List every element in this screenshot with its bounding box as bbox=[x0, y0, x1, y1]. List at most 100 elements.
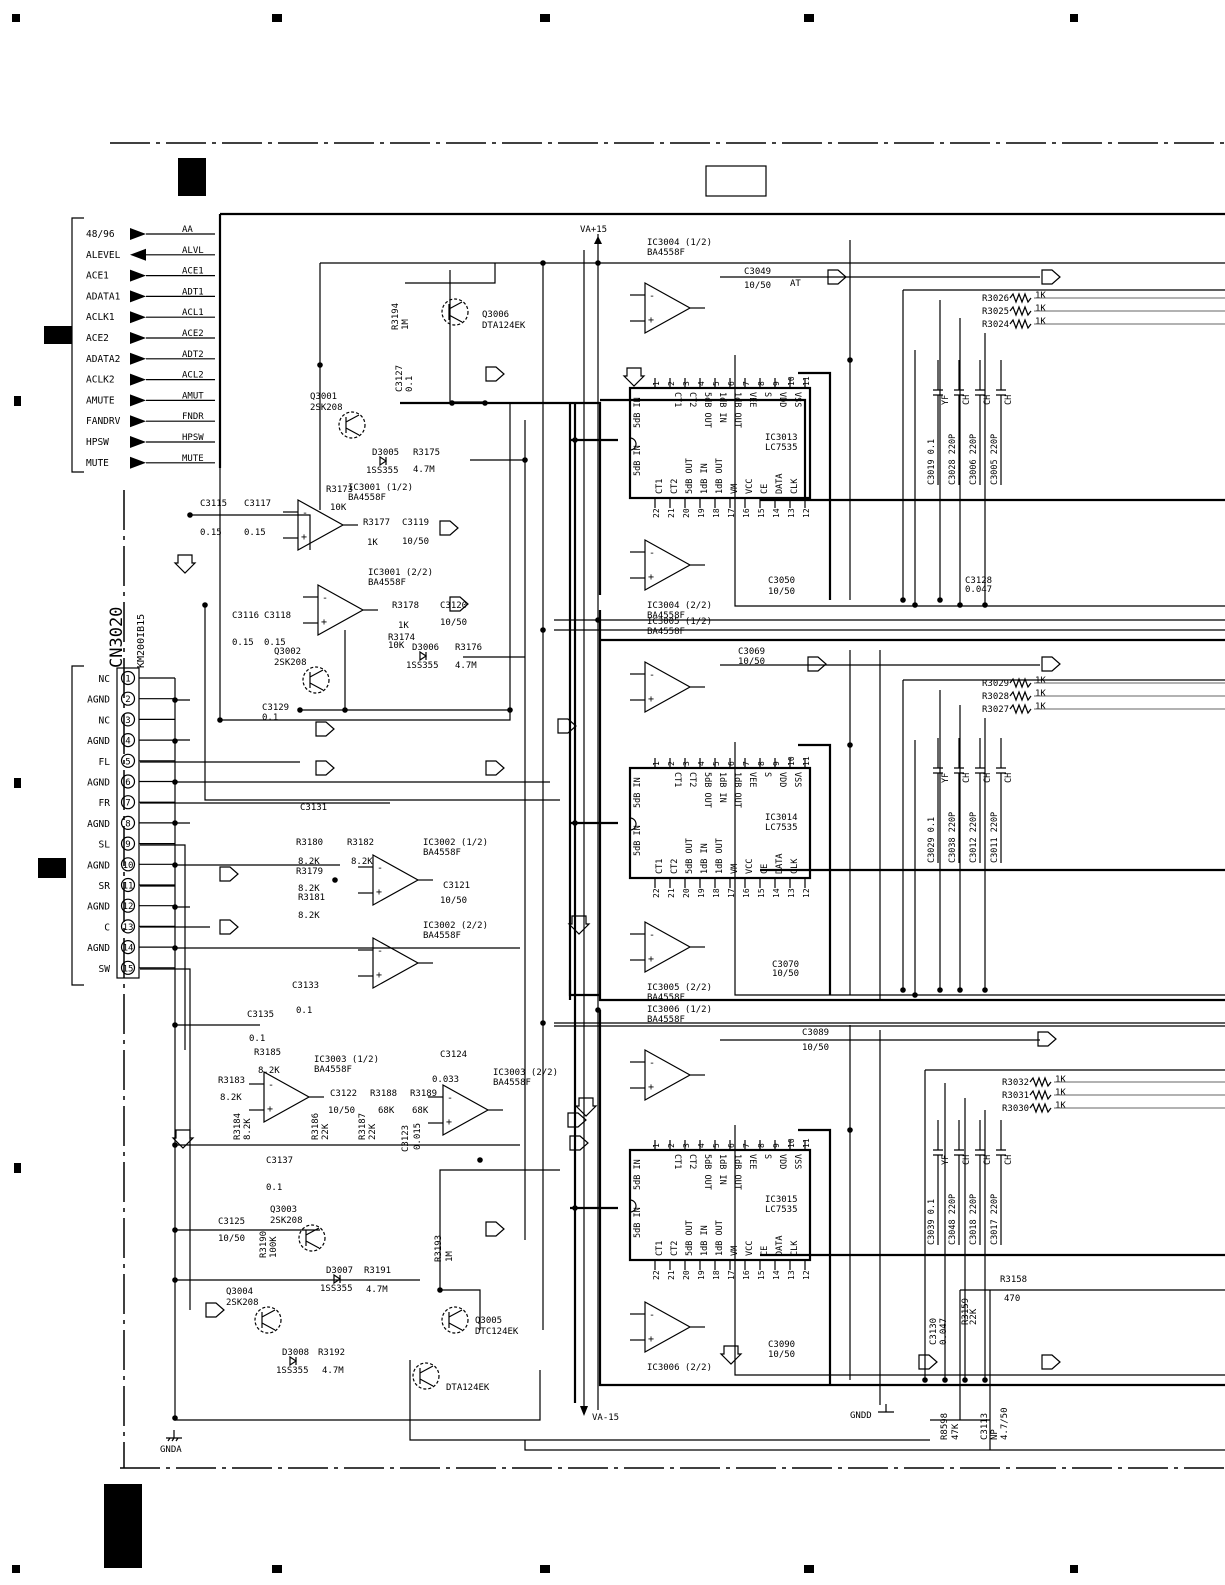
transistor-ref: Q3005 bbox=[475, 1316, 502, 1326]
capacitor-label: C3028 220P bbox=[948, 434, 958, 485]
resistor-symbol bbox=[1009, 292, 1032, 304]
opamp-plus: + bbox=[648, 1082, 654, 1093]
capacitor-type: CH bbox=[983, 773, 993, 783]
capacitor-type: CH bbox=[1004, 395, 1014, 405]
resistor-ref: R3030 bbox=[1002, 1104, 1029, 1114]
port-net: ALVL bbox=[182, 246, 204, 256]
component-label: C3116 bbox=[232, 611, 259, 621]
connector-pin-label: AGND bbox=[87, 819, 110, 830]
signal-arrow-icon bbox=[1041, 1354, 1061, 1370]
opamp-minus: - bbox=[649, 291, 655, 302]
component-label: R3158 bbox=[1000, 1275, 1027, 1285]
port-arrow-icon bbox=[130, 311, 146, 324]
opamp-part: BA4558F bbox=[647, 993, 685, 1003]
ic-pin-name: 5dB OUT bbox=[685, 458, 695, 494]
ic-pin-number: 21 bbox=[667, 508, 676, 518]
ic-pin-number: 13 bbox=[787, 508, 796, 518]
opamp: -+IC3004 (2/2)BA4558F bbox=[630, 538, 712, 621]
resistor-value: 1K bbox=[1035, 291, 1046, 301]
component-label: 10/50 bbox=[802, 1043, 829, 1053]
opamp-minus: - bbox=[302, 508, 308, 519]
junction-dot bbox=[572, 820, 578, 826]
opamp-minus: - bbox=[649, 548, 655, 559]
diode-part: 1SS355 bbox=[276, 1366, 309, 1376]
transistor-body bbox=[412, 1362, 440, 1390]
connector-pin-label: SL bbox=[99, 840, 111, 851]
ic-pin-name: 5dB OUT bbox=[702, 1154, 712, 1190]
ic-pin-number: 11 bbox=[802, 376, 811, 386]
resistor-symbol bbox=[1009, 318, 1032, 330]
signal-arrow-icon bbox=[1041, 656, 1061, 672]
port-arrow-icon bbox=[130, 394, 146, 407]
connector-pin bbox=[120, 836, 136, 851]
junction-dot bbox=[937, 597, 943, 603]
component-label: 10/50 bbox=[768, 1350, 795, 1360]
connector-pin-label: SR bbox=[99, 881, 111, 892]
capacitor-type: CH bbox=[962, 1155, 972, 1165]
signal-arrow-icon bbox=[205, 1302, 225, 1318]
opamp-body bbox=[644, 920, 692, 974]
ic-pin-name: S bbox=[762, 772, 772, 777]
component-label: R3185 bbox=[254, 1048, 281, 1058]
transistor-symbol bbox=[448, 301, 463, 323]
component-label: C3128 bbox=[965, 576, 992, 586]
signal-arrow-icon bbox=[574, 1097, 598, 1117]
junction-dot bbox=[847, 742, 853, 748]
resistor-symbol bbox=[1029, 1089, 1052, 1101]
signal-arrow-icon bbox=[557, 718, 577, 734]
component-label: R3194 bbox=[391, 303, 401, 330]
opamp-ref: IC3001 (2/2) bbox=[368, 568, 433, 578]
component-label: 68K bbox=[378, 1106, 395, 1116]
capacitor-type: CH bbox=[983, 395, 993, 405]
connector-pin bbox=[120, 732, 136, 748]
transistor-symbol bbox=[448, 1309, 463, 1331]
junction-dot bbox=[172, 820, 178, 826]
opamp-group: -+IC3004 (1/2)BA4558F-+IC3004 (2/2)BA455… bbox=[249, 238, 712, 1373]
connector-pin-label: NC bbox=[99, 674, 110, 685]
connector-pin bbox=[120, 939, 136, 955]
resistor-ref: R3028 bbox=[982, 692, 1009, 702]
component-label: 8.2K bbox=[258, 1066, 280, 1076]
capacitor-symbol bbox=[996, 360, 1006, 485]
signal-arrow-icon bbox=[807, 656, 827, 672]
component-label: 22K bbox=[969, 1308, 979, 1325]
ic-pin-number: 3 bbox=[682, 1143, 691, 1148]
capacitor-label: C3048 220P bbox=[948, 1194, 958, 1245]
junction-dot bbox=[540, 627, 546, 633]
opamp-minus: - bbox=[649, 930, 655, 941]
ic-pin-number: 6 bbox=[727, 761, 736, 766]
transistor-part: 2SK208 bbox=[226, 1298, 259, 1308]
component-label: 8.2K bbox=[243, 1118, 253, 1140]
connector-pin-label: C bbox=[104, 922, 110, 933]
component-label: 0.1 bbox=[249, 1034, 265, 1044]
ic-pin-number: 9 bbox=[772, 381, 781, 386]
ic-pin-number: 12 bbox=[802, 508, 811, 518]
ic-pin-number: 7 bbox=[742, 381, 751, 386]
ic-pin-name: VDD bbox=[777, 772, 787, 787]
component-label: C3119 bbox=[402, 518, 429, 528]
component-label: 8.2K bbox=[351, 857, 373, 867]
ic-pin-name: 1dB OUT bbox=[715, 458, 725, 494]
component-label: 0.15 bbox=[200, 528, 222, 538]
opamp: -+IC3001 (1/2)BA4558F bbox=[283, 483, 413, 552]
ic-pin-name: CT1 bbox=[655, 859, 665, 874]
component-label: C3121 bbox=[443, 881, 470, 891]
capacitor-label: C3018 220P bbox=[969, 1194, 979, 1245]
opamp-body bbox=[644, 538, 692, 592]
capacitor-symbol bbox=[996, 738, 1006, 863]
component-label: C3135 bbox=[247, 1010, 274, 1020]
connector-pin bbox=[120, 691, 136, 706]
connector-pin-number: 6 bbox=[125, 778, 130, 788]
transistor-part: DTC124EK bbox=[475, 1327, 519, 1337]
connector-pin-number: 2 bbox=[125, 695, 130, 705]
port-net: AA bbox=[182, 225, 193, 235]
port-net: ACE1 bbox=[182, 267, 204, 277]
junction-dot bbox=[922, 1377, 928, 1383]
ic-pin-name: CT2 bbox=[687, 772, 697, 787]
ic-pin-name: 5dB IN bbox=[633, 1159, 643, 1190]
component-label: R3177 bbox=[363, 518, 390, 528]
